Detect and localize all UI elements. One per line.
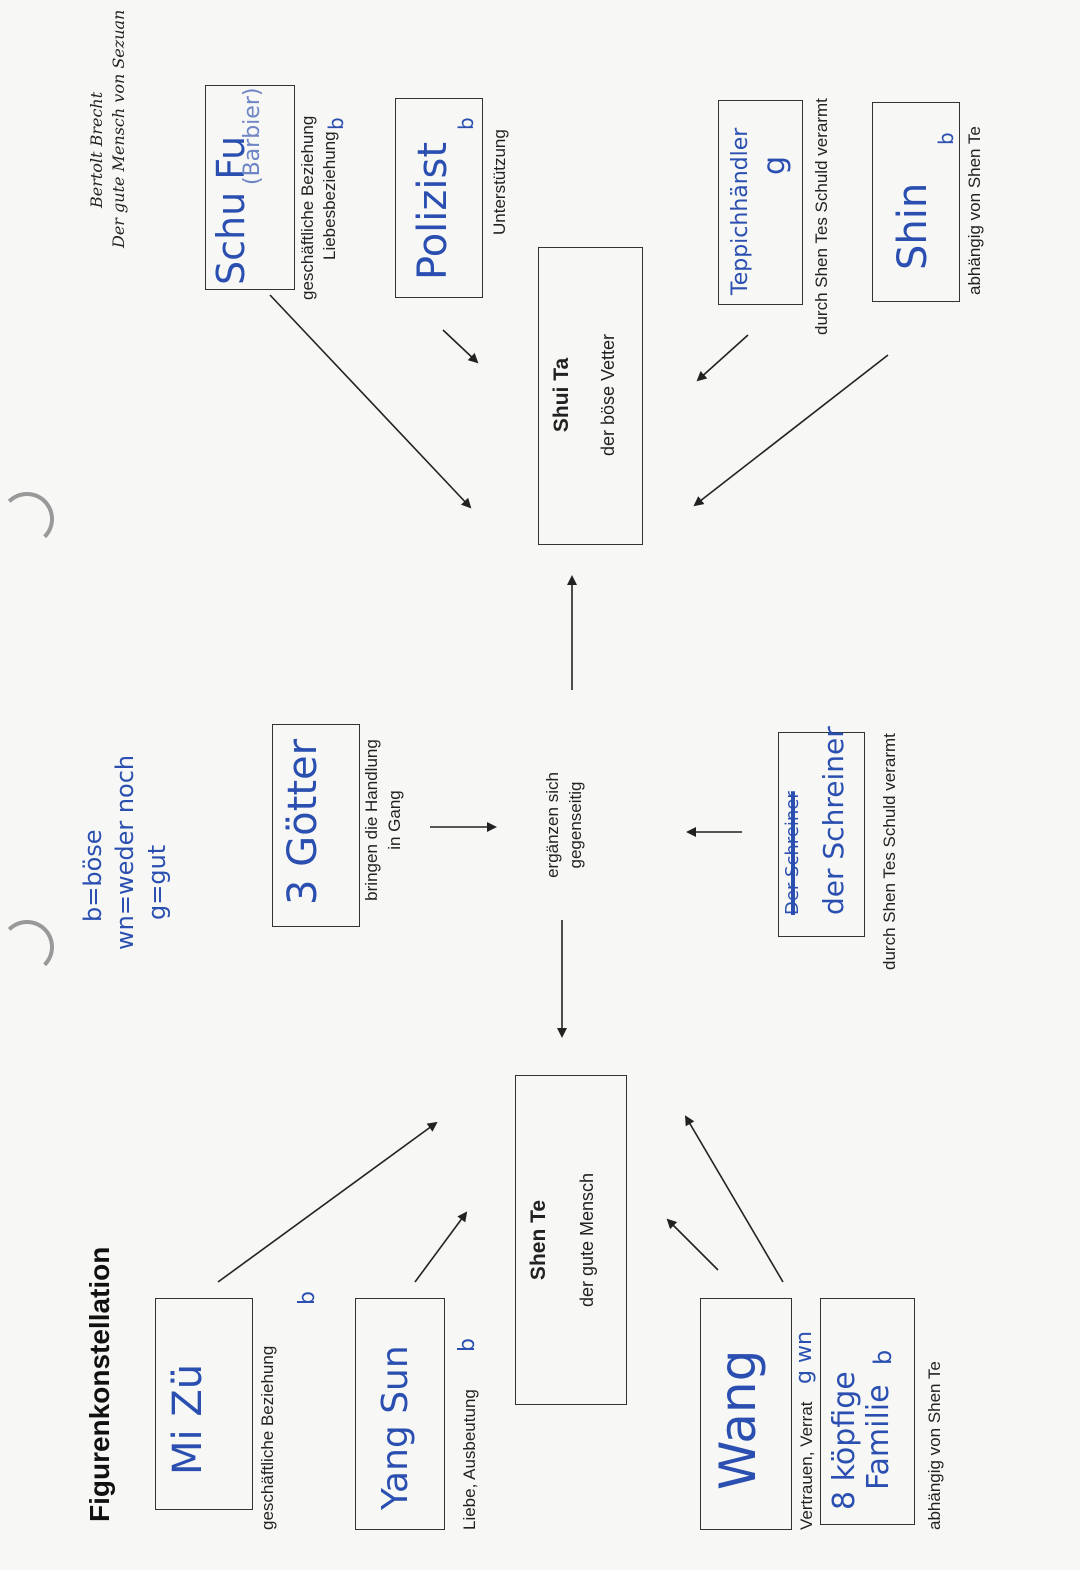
wang-rating: g wn bbox=[792, 1331, 817, 1384]
arrow-yangsun-shente bbox=[414, 1211, 468, 1283]
familie-name-line1: 8 köpfige bbox=[827, 1371, 862, 1510]
shui-ta-desc: der böse Vetter bbox=[598, 333, 618, 457]
teppichhaendler-rating: g bbox=[757, 155, 792, 175]
work-title: Der gute Mensch von Sezuan bbox=[109, 9, 128, 248]
familie-name-line2: Familie bbox=[861, 1384, 896, 1490]
shui-ta-name: Shui Ta bbox=[550, 357, 573, 433]
arrow-familie-shente bbox=[684, 1115, 784, 1283]
schu-fu-relation-line1: geschäftliche Beziehung bbox=[298, 115, 317, 300]
binder-ring bbox=[0, 492, 54, 546]
shin-relation: abhängig von Shen Te bbox=[965, 126, 984, 295]
mi-zu-name: Mi Zü bbox=[165, 1363, 211, 1475]
legend-g: g=gut bbox=[143, 844, 171, 920]
schreiner-relation: durch Shen Tes Schuld verarmt bbox=[880, 733, 899, 970]
shin-name: Shin bbox=[890, 182, 936, 270]
yang-sun-relation: Liebe, Ausbeutung bbox=[460, 1389, 479, 1530]
familie-rating: b bbox=[869, 1349, 897, 1365]
legend-wn: wn=weder noch bbox=[111, 754, 139, 950]
binder-ring bbox=[0, 920, 54, 974]
arrow-schufu-shuita bbox=[269, 294, 472, 509]
center-link-line2: gegenseitig bbox=[566, 781, 585, 869]
goetter-name: 3 Götter bbox=[280, 738, 326, 905]
arrow-teppich-shuita bbox=[696, 334, 749, 382]
arrow-polizist-shuita bbox=[442, 329, 479, 364]
arrow-mizu-shente bbox=[217, 1121, 438, 1283]
schreiner-crossed: Der Schreiner bbox=[782, 791, 803, 915]
shin-rating: b bbox=[934, 132, 958, 145]
wang-name: Wang bbox=[709, 1349, 767, 1490]
legend-b: b=böse bbox=[79, 829, 107, 922]
yang-sun-rating: b bbox=[455, 1338, 480, 1352]
goetter-relation-line1: bringen die Handlung bbox=[362, 739, 381, 901]
page-title: Figurenkonstellation bbox=[84, 1246, 115, 1522]
shen-te-desc: der gute Mensch bbox=[577, 1172, 597, 1308]
polizist-rating: b bbox=[454, 117, 478, 130]
author-label: Bertolt Brecht bbox=[87, 91, 106, 208]
schreiner-name: der Schreiner bbox=[817, 726, 850, 915]
polizist-name: Polizist bbox=[410, 141, 456, 280]
mi-zu-relation: geschäftliche Beziehung bbox=[258, 1345, 277, 1530]
yang-sun-name: Yang Sun bbox=[375, 1345, 416, 1510]
teppichhaendler-name: Teppichhändler bbox=[728, 127, 753, 295]
center-link-line1: ergänzen sich bbox=[543, 772, 562, 878]
teppichhaendler-relation: durch Shen Tes Schuld verarmt bbox=[812, 98, 831, 335]
mi-zu-rating: b bbox=[295, 1291, 320, 1305]
familie-relation: abhängig von Shen Te bbox=[925, 1361, 944, 1530]
arrow-wang-shente bbox=[666, 1218, 719, 1271]
goetter-relation-line2: in Gang bbox=[385, 790, 404, 850]
schu-fu-relation-line2: Liebesbeziehung bbox=[320, 131, 339, 260]
wang-relation: Vertrauen, Verrat bbox=[797, 1401, 816, 1530]
schu-fu-sub: (Barbier) bbox=[240, 87, 265, 185]
polizist-relation: Unterstützung bbox=[490, 129, 509, 235]
arrow-shin-shuita bbox=[693, 354, 889, 507]
shen-te-name: Shen Te bbox=[527, 1199, 550, 1281]
schu-fu-rating: b bbox=[324, 117, 348, 130]
